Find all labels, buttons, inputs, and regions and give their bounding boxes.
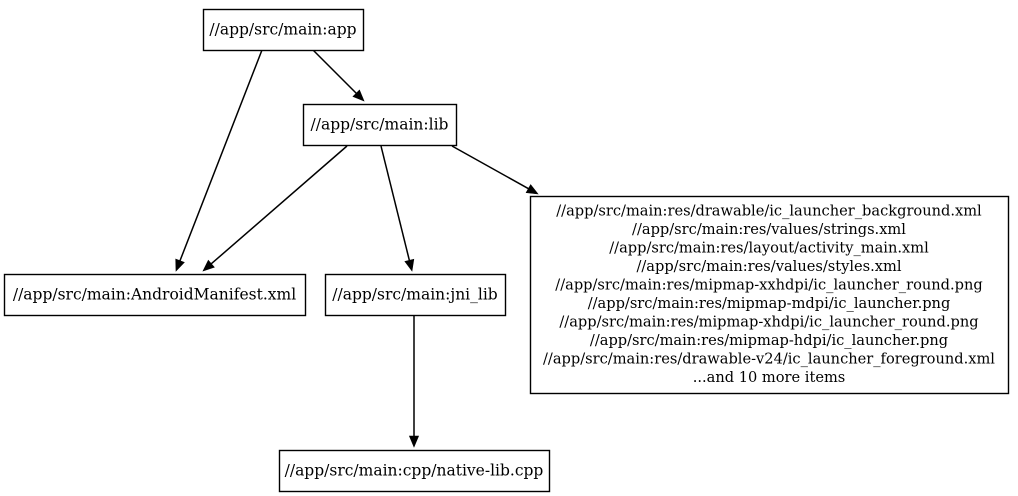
graph-node-resources[interactable]: //app/src/main:res/drawable/ic_launcher_… (529, 195, 1010, 395)
node-label-line-0: //app/src/main:res/drawable/ic_launcher_… (556, 202, 982, 219)
graph-node-manifest[interactable]: //app/src/main:AndroidManifest.xml (3, 273, 307, 317)
node-label-lib: //app/src/main:lib (311, 116, 449, 134)
node-label-jni_lib: //app/src/main:jni_lib (332, 286, 498, 304)
edges-layer (175, 49, 539, 448)
node-label-line-8: //app/src/main:res/drawable-v24/ic_launc… (543, 350, 995, 367)
graph-edge-app-to-manifest (175, 49, 263, 272)
graph-edge-app-to-lib (312, 49, 365, 102)
graph-node-app[interactable]: //app/src/main:app (202, 8, 365, 52)
cluster-node-layer: //app/src/main:res/drawable/ic_launcher_… (529, 195, 1010, 395)
node-border-jni_lib (324, 273, 507, 317)
node-border-resources (529, 195, 1010, 395)
graph-node-lib[interactable]: //app/src/main:lib (302, 103, 458, 147)
graph-node-jni_lib[interactable]: //app/src/main:jni_lib (324, 273, 507, 317)
node-label-line-2: //app/src/main:res/layout/activity_main.… (609, 239, 929, 256)
graph-edge-lib-to-manifest (202, 145, 348, 272)
node-border-lib (302, 103, 458, 147)
node-label-line-3: //app/src/main:res/values/styles.xml (636, 258, 901, 275)
node-label-line-4: //app/src/main:res/mipmap-xxhdpi/ic_laun… (555, 276, 982, 293)
node-border-app (202, 8, 365, 52)
node-label-native_lib: //app/src/main:cpp/native-lib.cpp (285, 462, 544, 480)
node-label-manifest: //app/src/main:AndroidManifest.xml (13, 286, 296, 304)
graph-edge-lib-to-jni_lib (380, 145, 415, 272)
nodes-layer: //app/src/main:app //app/src/main:lib //ap… (3, 8, 551, 493)
graph-node-native_lib[interactable]: //app/src/main:cpp/native-lib.cpp (278, 449, 551, 493)
node-label-line-9: ...and 10 more items (693, 369, 846, 386)
graph-edge-lib-to-resources (451, 145, 539, 195)
node-border-manifest (3, 273, 307, 317)
node-border-native_lib (278, 449, 551, 493)
node-label-line-7: //app/src/main:res/mipmap-hdpi/ic_launch… (590, 332, 948, 349)
node-label-line-6: //app/src/main:res/mipmap-xhdpi/ic_launc… (559, 313, 978, 330)
node-label-line-1: //app/src/main:res/values/strings.xml (632, 221, 906, 238)
node-label-line-5: //app/src/main:res/mipmap-mdpi/ic_launch… (588, 295, 951, 312)
node-label-app: //app/src/main:app (209, 21, 356, 39)
graph-edge-jni_lib-to-native_lib (408, 316, 420, 448)
